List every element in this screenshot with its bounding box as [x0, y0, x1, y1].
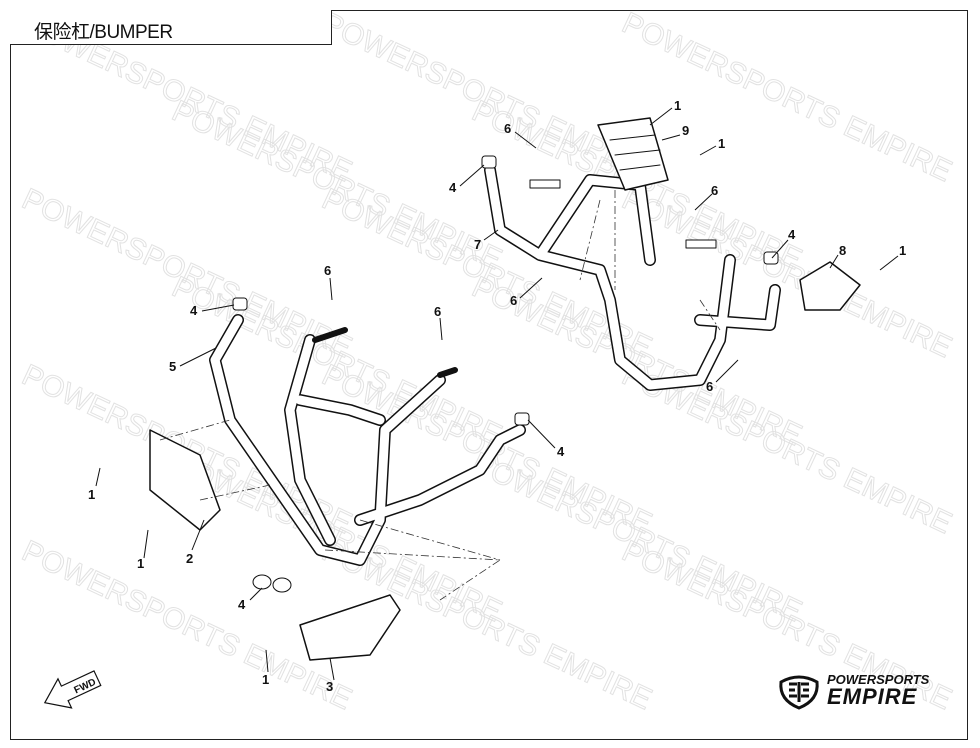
logo-line2: EMPIRE	[827, 684, 918, 709]
rear-bumper-assembly	[481, 117, 861, 391]
callout-1: 1	[674, 98, 681, 113]
title-box: 保险杠/BUMPER	[10, 10, 332, 45]
callout-1: 1	[718, 136, 725, 151]
callout-1: 1	[899, 243, 906, 258]
drawing-frame	[10, 10, 968, 740]
callout-4: 4	[557, 444, 565, 459]
callout-6: 6	[706, 379, 713, 394]
callout-5: 5	[169, 359, 176, 374]
logo-line1: POWERSPORTS	[827, 672, 930, 687]
callout-7: 7	[474, 237, 481, 252]
callout-6: 6	[711, 183, 718, 198]
part-2-plate	[149, 429, 221, 531]
callout-1: 1	[88, 487, 95, 502]
callout-6: 6	[434, 304, 441, 319]
callout-9: 9	[682, 123, 689, 138]
front-bumper-assembly	[149, 297, 530, 661]
callout-3: 3	[326, 679, 333, 694]
dashed-guide-lines	[159, 190, 721, 601]
leader-lines	[95, 107, 899, 681]
callout-4: 4	[190, 303, 198, 318]
callout-4: 4	[788, 227, 796, 242]
brand-logo: POWERSPORTS EMPIRE	[775, 670, 950, 710]
part-3-plate	[299, 594, 401, 661]
part-8-plate	[799, 261, 861, 311]
callout-4: 4	[449, 180, 457, 195]
callout-6: 6	[510, 293, 517, 308]
callout-2: 2	[186, 551, 193, 566]
callout-6: 6	[504, 121, 511, 136]
callout-8: 8	[839, 243, 846, 258]
callout-1: 1	[262, 672, 269, 687]
callout-4: 4	[238, 597, 246, 612]
callout-6: 6	[324, 263, 331, 278]
page-title: 保险杠/BUMPER	[34, 22, 173, 43]
empire-emblem-icon	[779, 675, 819, 710]
callout-1: 1	[137, 556, 144, 571]
